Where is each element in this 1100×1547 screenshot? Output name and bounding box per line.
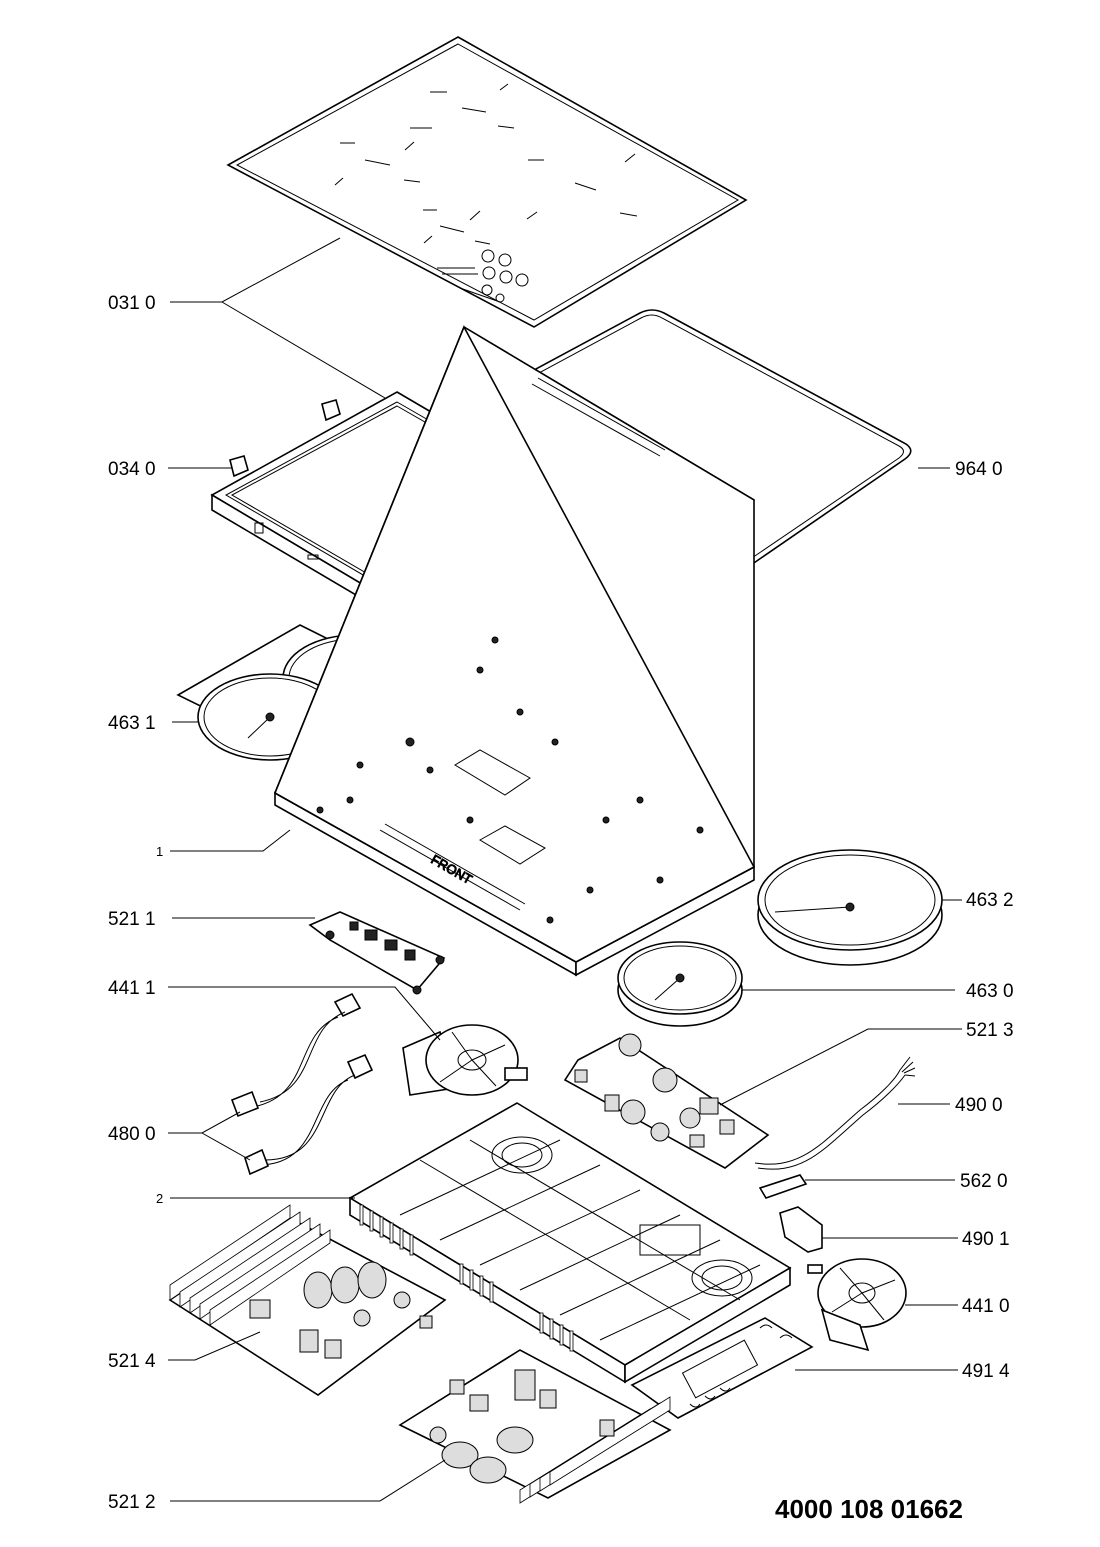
label-480-0: 480 0 [108, 1124, 156, 1145]
cable-clamp-490-1 [779, 1206, 823, 1253]
label-521-4: 521 4 [108, 1351, 156, 1372]
leader-lines [168, 237, 962, 1502]
filter-board-521-3 [563, 1033, 770, 1169]
label-521-2: 521 2 [108, 1492, 156, 1513]
drawing-number: 4000 108 01662 [775, 1494, 963, 1524]
fan-441-1 [402, 1024, 528, 1096]
label-964-0: 964 0 [955, 459, 1003, 480]
glass-top-part [226, 36, 748, 328]
control-board-521-1 [308, 911, 446, 995]
part-labels: 031 0 034 0 964 0 463 1 1 463 2 521 1 44… [108, 293, 1014, 1513]
base-plate-part: FRONT [273, 325, 756, 977]
label-463-1: 463 1 [108, 713, 156, 734]
label-562-0: 562 0 [960, 1171, 1008, 1192]
label-521-1: 521 1 [108, 909, 156, 930]
label-034-0: 034 0 [108, 459, 156, 480]
label-490-0: 490 0 [955, 1095, 1003, 1116]
power-board-521-4 [168, 1204, 447, 1396]
ribbon-cables-480-0 [230, 992, 374, 1176]
coil-463-2 [757, 849, 943, 966]
label-1: 1 [156, 844, 163, 859]
label-441-1: 441 1 [108, 978, 156, 999]
fuse-562-0 [758, 1174, 808, 1199]
label-441-0: 441 0 [962, 1296, 1010, 1317]
label-2: 2 [156, 1191, 163, 1206]
label-463-2: 463 2 [966, 890, 1014, 911]
power-cable-490-0 [754, 1056, 916, 1170]
fan-441-0 [807, 1258, 907, 1352]
label-521-3: 521 3 [966, 1020, 1014, 1041]
label-490-1: 490 1 [962, 1229, 1010, 1250]
coil-463-0 [617, 941, 743, 1027]
bottom-housing-part [348, 1102, 792, 1384]
label-491-4: 491 4 [962, 1361, 1010, 1382]
label-463-0: 463 0 [966, 981, 1014, 1002]
power-board-521-2 [398, 1349, 672, 1504]
label-031-0: 031 0 [108, 293, 156, 314]
